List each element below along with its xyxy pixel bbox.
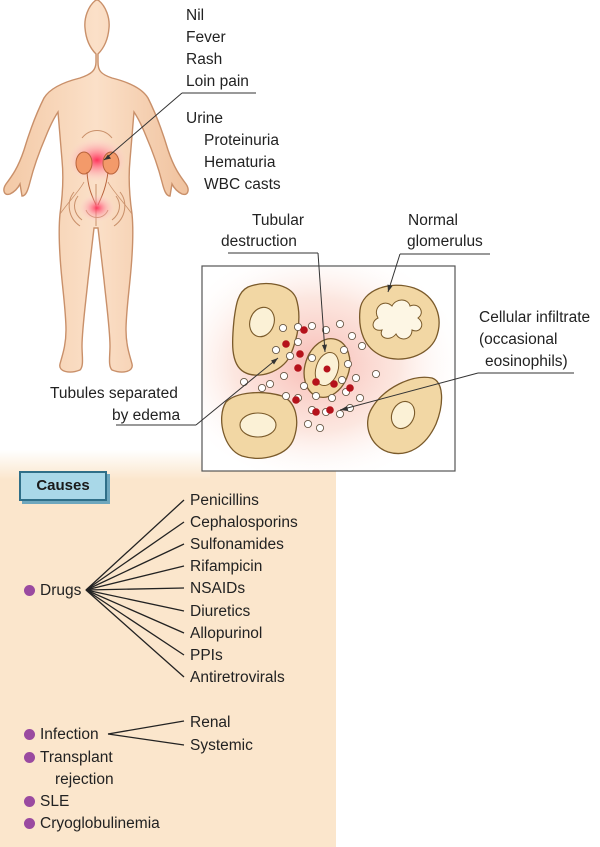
- drug-connector: [85, 589, 185, 634]
- drug-cephalosporins: Cephalosporins: [190, 514, 298, 531]
- drug-connector: [85, 565, 185, 591]
- lymphocyte-cell: [371, 369, 381, 379]
- drug-connector-lines: [85, 499, 185, 678]
- lymphocyte-cell: [337, 375, 347, 385]
- eosinophil-cell: [294, 364, 302, 372]
- label-tubular: Tubular: [252, 212, 304, 229]
- infection-label: Infection: [40, 726, 99, 743]
- label-by-edema: by edema: [112, 407, 181, 424]
- drug-connector: [85, 521, 185, 591]
- bladder-glow: [79, 194, 115, 222]
- lymphocyte-cell: [299, 381, 309, 391]
- symptom-rash: Rash: [186, 51, 223, 68]
- causes-panel: [0, 450, 336, 847]
- lymphocyte-cell: [293, 337, 303, 347]
- symptom-loin-pain: Loin pain: [186, 73, 249, 90]
- drug-diuretics: Diuretics: [190, 603, 251, 620]
- label-cellular-infiltrate: Cellular infiltrate: [479, 309, 591, 326]
- lymphocyte-cell: [343, 359, 353, 369]
- lymphocyte-cell: [327, 393, 337, 403]
- urine-wbc-casts: WBC casts: [204, 176, 281, 193]
- drug-connector: [85, 587, 185, 591]
- urine-hematuria: Hematuria: [204, 154, 276, 171]
- lymphocyte-cell: [285, 351, 295, 361]
- drug-connector: [85, 589, 185, 656]
- drugs-label: Drugs: [40, 582, 82, 599]
- histology-panel: [201, 265, 456, 472]
- infection-bullet: [24, 729, 35, 740]
- drug-antiretrovirals: Antiretrovirals: [190, 669, 285, 686]
- lymphocyte-cell: [335, 409, 345, 419]
- drug-connector: [85, 589, 185, 612]
- lymphocyte-cell: [347, 331, 357, 341]
- systemic-connector: [107, 733, 185, 746]
- lymphocyte-cell: [351, 373, 361, 383]
- lymphocyte-cell: [265, 379, 275, 389]
- urine-proteinuria: Proteinuria: [204, 132, 279, 149]
- lymphocyte-cell: [271, 345, 281, 355]
- symptom-fever: Fever: [186, 29, 226, 46]
- lymphocyte-cell: [315, 423, 325, 433]
- transplant-bullet: [24, 752, 35, 763]
- eosinophil-cell: [300, 326, 308, 334]
- renal-connector: [107, 720, 185, 735]
- eosinophil-cell: [292, 396, 300, 404]
- sle-label: SLE: [40, 793, 70, 810]
- eosinophil-cell: [312, 378, 320, 386]
- cryo-bullet: [24, 818, 35, 829]
- lymphocyte-cell: [278, 323, 288, 333]
- sle-bullet: [24, 796, 35, 807]
- infection-systemic: Systemic: [190, 737, 253, 754]
- lymphocyte-cell: [281, 391, 291, 401]
- label-glomerulus: glomerulus: [407, 233, 483, 250]
- drug-ppis: PPIs: [190, 647, 223, 664]
- lymphocyte-cell: [293, 322, 303, 332]
- drug-connector: [85, 499, 185, 591]
- urine-title: Urine: [186, 110, 224, 127]
- eosinophil-cell: [326, 406, 334, 414]
- eosinophil-cell: [330, 380, 338, 388]
- drug-rifampicin: Rifampicin: [190, 558, 263, 575]
- right-kidney: [102, 151, 120, 175]
- lymphocyte-cell: [307, 353, 317, 363]
- lymphocyte-cell: [239, 377, 249, 387]
- human-figure: [3, 0, 189, 373]
- causes-header: Causes: [19, 471, 107, 501]
- drug-sulfonamides: Sulfonamides: [190, 536, 284, 553]
- lymphocyte-cell: [339, 345, 349, 355]
- drugs-bullet: [24, 585, 35, 596]
- lymphocyte-cell: [311, 391, 321, 401]
- eosinophil-cell: [346, 384, 354, 392]
- label-tubules-separated: Tubules separated: [50, 385, 178, 402]
- drug-connector: [85, 589, 185, 678]
- lymphocyte-cell: [357, 341, 367, 351]
- transplant-label: Transplant: [40, 749, 113, 766]
- drug-nsaids: NSAIDs: [190, 580, 246, 597]
- lymphocyte-cell: [335, 319, 345, 329]
- rejection-label: rejection: [55, 771, 114, 788]
- label-occasional: (occasional: [479, 331, 558, 348]
- lymphocyte-cell: [279, 371, 289, 381]
- drug-allopurinol: Allopurinol: [190, 625, 263, 642]
- inflammatory-cells: [239, 319, 381, 433]
- eosinophil-cell: [282, 340, 290, 348]
- label-destruction: destruction: [221, 233, 297, 250]
- lymphocyte-cell: [321, 325, 331, 335]
- lymphocyte-cell: [303, 419, 313, 429]
- lymphocyte-cell: [355, 393, 365, 403]
- infection-renal: Renal: [190, 714, 231, 731]
- cryoglobulinemia-label: Cryoglobulinemia: [40, 815, 160, 832]
- left-kidney: [75, 151, 93, 175]
- symptom-nil: Nil: [186, 7, 205, 24]
- lymphocyte-cell: [257, 383, 267, 393]
- lymphocyte-cell: [307, 321, 317, 331]
- drug-penicillins: Penicillins: [190, 492, 259, 509]
- eosinophil-cell: [312, 408, 320, 416]
- drug-connector: [85, 543, 185, 591]
- label-eosinophils: eosinophils): [485, 353, 568, 370]
- eosinophil-cell: [296, 350, 304, 358]
- label-normal: Normal: [408, 212, 458, 229]
